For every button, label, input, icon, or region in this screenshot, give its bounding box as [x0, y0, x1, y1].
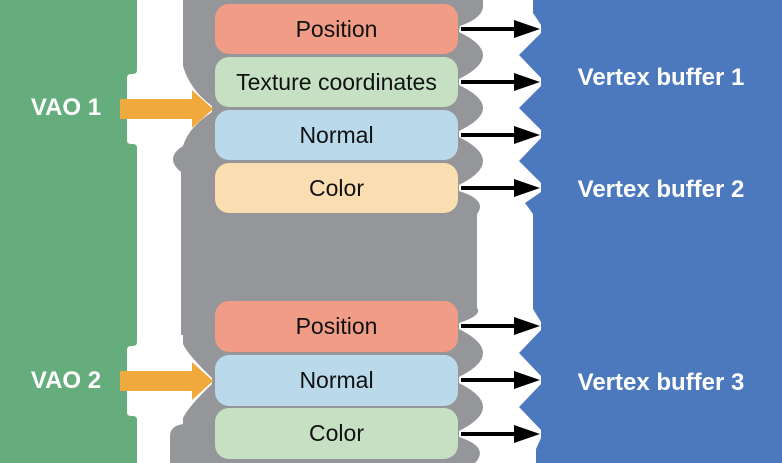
vertex-buffer-2-label: Vertex buffer 2: [577, 176, 745, 203]
buffer-arrows: [461, 20, 540, 443]
attribute-box-normal-1: Normal: [215, 110, 458, 160]
attribute-box-texture-coordinates: Texture coordinates: [215, 57, 458, 107]
buffer-band: [519, 0, 782, 463]
attribute-box-color-2: Color: [215, 408, 458, 459]
arrow-head-icon: [514, 20, 540, 38]
arrow-head-icon: [514, 179, 540, 197]
vertex-buffer-3-label: Vertex buffer 3: [577, 369, 745, 396]
attribute-box-normal-2: Normal: [215, 355, 458, 406]
vao-1-arrow-icon: [120, 90, 213, 128]
arrow-head-icon: [514, 73, 540, 91]
arrow-head-icon: [514, 425, 540, 443]
vao-2-arrow-icon: [120, 362, 213, 400]
attribute-box-color-1: Color: [215, 163, 458, 213]
attribute-box-position-2: Position: [215, 301, 458, 352]
vao-1-label: VAO 1: [30, 94, 102, 121]
vao-band: [0, 0, 137, 463]
arrow-head-icon: [514, 371, 540, 389]
arrow-head-icon: [514, 126, 540, 144]
attribute-box-position-1: Position: [215, 4, 458, 54]
vao-2-label: VAO 2: [30, 367, 102, 394]
arrow-head-icon: [514, 317, 540, 335]
vertex-buffer-1-label: Vertex buffer 1: [577, 64, 745, 91]
